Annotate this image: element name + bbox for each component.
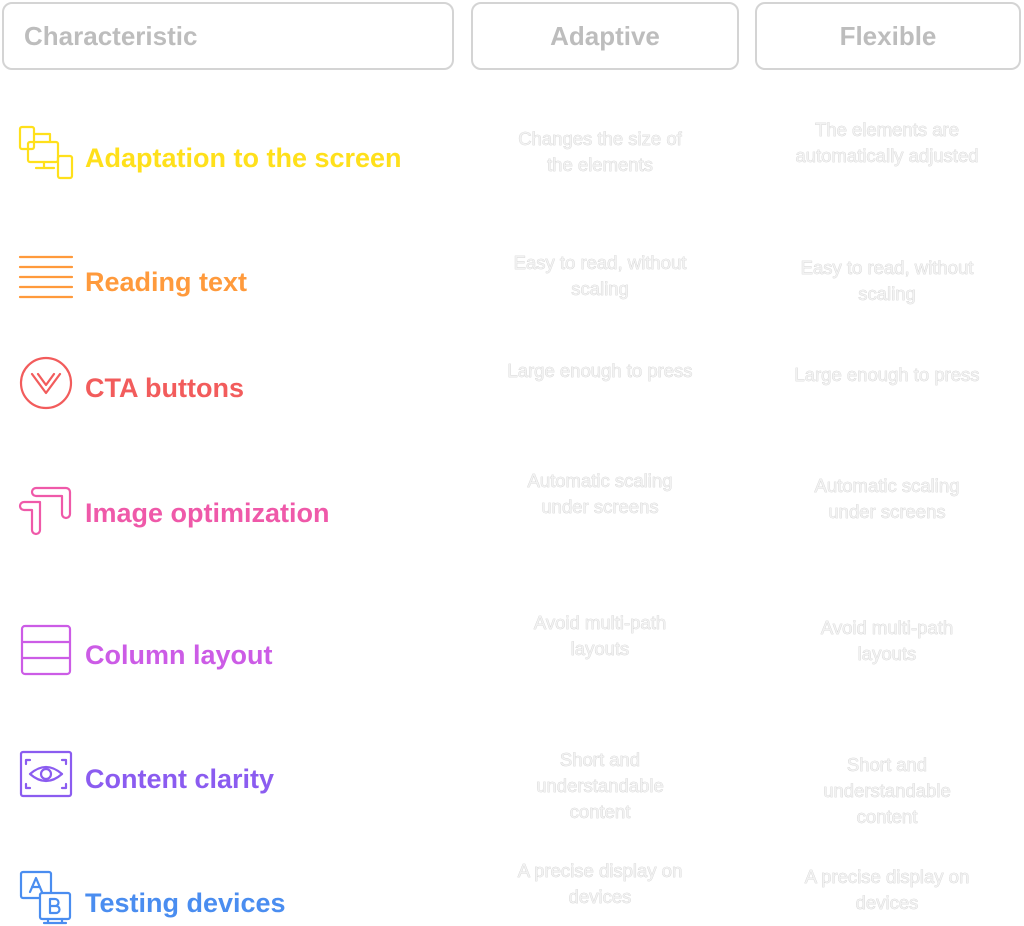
header-flexible: Flexible [755, 2, 1021, 70]
cell-adaptive-content: Short and understandable content [536, 749, 664, 823]
row-label-reading: Reading text [85, 267, 248, 297]
eye-frame-icon [18, 746, 74, 802]
row-label-cta: CTA buttons [85, 373, 244, 403]
cell-adaptive-column: Avoid multi-path layouts [533, 612, 667, 660]
cell-flexible-reading: Easy to read, without scaling [800, 257, 974, 305]
row-label-content: Content clarity [85, 764, 275, 794]
cell-flexible-image: Automatic scaling under screens [814, 475, 960, 523]
cell-flexible-column: Avoid multi-path layouts [820, 617, 954, 665]
cell-adaptive-adaptation: Changes the size of the elements [518, 128, 682, 176]
devices-icon [18, 124, 74, 180]
row-label-image: Image optimization [85, 498, 330, 528]
ab-testing-icon [18, 869, 74, 925]
cell-flexible-testing: A precise display on devices [804, 866, 970, 914]
text-lines-icon [18, 249, 74, 305]
cell-adaptive-reading: Easy to read, without scaling [513, 252, 687, 300]
chevron-circle-icon [18, 355, 74, 411]
row-label-column: Column layout [85, 640, 273, 670]
cell-flexible-content: Short and understandable content [823, 754, 951, 828]
column-layout-icon [18, 622, 74, 678]
image-optimization-icon [18, 480, 74, 536]
cell-adaptive-image: Automatic scaling under screens [527, 470, 673, 518]
cell-adaptive-testing: A precise display on devices [517, 860, 683, 908]
header-adaptive: Adaptive [471, 2, 739, 70]
header-characteristic: Characteristic [2, 2, 454, 70]
cell-flexible-cta: Large enough to press [794, 364, 980, 386]
row-label-testing: Testing devices [85, 888, 286, 918]
row-label-adaptation: Adaptation to the screen [85, 143, 402, 173]
cell-flexible-adaptation: The elements are automatically adjusted [795, 119, 979, 167]
cell-adaptive-cta: Large enough to press [507, 360, 693, 382]
